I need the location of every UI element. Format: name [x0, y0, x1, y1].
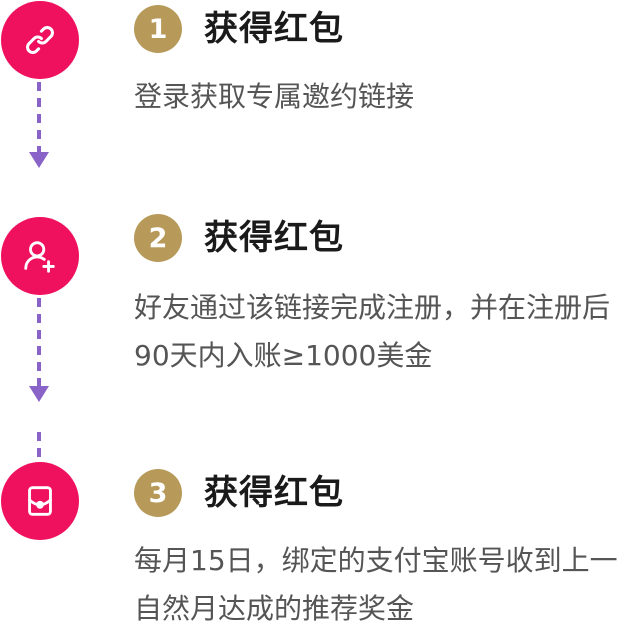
- connector-3-end: [37, 432, 41, 462]
- step-1-number-badge: 1: [134, 5, 182, 53]
- connector-1-2: [29, 82, 49, 168]
- step-3-title: 获得红包: [204, 473, 344, 513]
- step-1-link-icon: [1, 1, 79, 79]
- connector-2-3: [29, 298, 49, 402]
- step-3-number-badge: 3: [134, 469, 182, 517]
- link-icon: [26, 26, 54, 54]
- arrow-down-icon: [29, 386, 49, 402]
- arrow-down-icon: [29, 152, 49, 168]
- step-1-title: 获得红包: [204, 9, 344, 49]
- dashed-line: [37, 432, 41, 462]
- user-add-icon: [24, 241, 55, 273]
- step-2-description: 好友通过该链接完成注册，并在注册后90天内入账≥1000美金: [134, 291, 611, 372]
- step-1-description: 登录获取专属邀约链接: [134, 80, 415, 113]
- step-2-title: 获得红包: [204, 218, 344, 258]
- step-1-header: 1 获得红包: [134, 4, 344, 54]
- step-3-description: 每月15日，绑定的支付宝账号收到上一自然月达成的推荐奖金: [134, 544, 618, 625]
- dashed-line: [37, 298, 41, 388]
- red-packet-icon: [28, 486, 52, 516]
- step-3-header: 3 获得红包: [134, 468, 344, 518]
- step-2-number-badge: 2: [134, 214, 182, 262]
- step-2-header: 2 获得红包: [134, 213, 344, 263]
- step-2-user-add-icon: [1, 217, 79, 295]
- step-3-red-packet-icon: [1, 462, 79, 540]
- dashed-line: [37, 82, 41, 154]
